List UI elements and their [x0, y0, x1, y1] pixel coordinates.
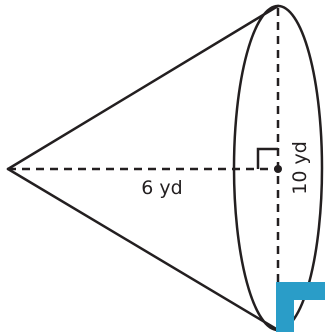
right-angle-icon [256, 147, 278, 169]
cone-lower-slant-edge [6, 167, 280, 332]
slant-length-label: 6 yd [141, 177, 182, 199]
cone-upper-slant-edge [6, 4, 280, 171]
corner-bracket-icon [276, 282, 325, 332]
diameter-label: 10 yd [289, 141, 311, 195]
base-center-point [274, 165, 282, 173]
